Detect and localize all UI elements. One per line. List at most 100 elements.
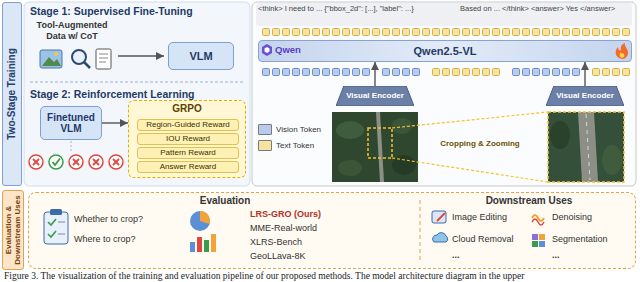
node-label: Region-Guided Reward	[146, 120, 230, 129]
benchmark-name: XLRS-Bench	[250, 237, 302, 248]
chart-icon	[200, 211, 210, 224]
chart-icon	[204, 240, 209, 252]
cloud-icon	[433, 233, 448, 242]
right-mark	[49, 155, 63, 169]
reward-box: Answer Reward	[137, 161, 239, 173]
legend-text: Text Token	[276, 141, 314, 150]
legend: Vision TokenText Token	[258, 124, 321, 151]
clipboard-icon	[48, 219, 56, 225]
clipboard-icon	[44, 212, 68, 244]
reward-box: IOU Reward	[137, 133, 239, 145]
chart-icon	[190, 242, 195, 252]
zoomed-image	[548, 112, 624, 182]
node-label: Downstream Uses	[483, 195, 576, 207]
question-label: Whether to crop?	[74, 214, 143, 225]
use-label: Denoising	[552, 212, 592, 223]
wrong-mark	[29, 155, 43, 169]
node-label: Qwen2.5-VL	[414, 45, 477, 58]
output-token-row	[262, 28, 630, 36]
node-label: IOU Reward	[166, 134, 210, 143]
magnifier-icon	[72, 50, 86, 64]
image-icon	[54, 52, 58, 56]
chart-icon	[211, 234, 216, 252]
input-token-row	[512, 68, 580, 76]
crop-label: Cropping & Zooming	[420, 139, 540, 149]
node-label: Visual Encoder	[346, 91, 404, 100]
ellipsis: ...	[452, 250, 460, 261]
flow-arrow	[118, 55, 164, 57]
stage-separator	[30, 82, 244, 83]
wrong-mark	[109, 155, 123, 169]
training-panel	[24, 2, 250, 186]
fire-icon	[620, 52, 625, 58]
logo-text: Qwen	[275, 44, 301, 55]
node-label: Evaluation	[197, 195, 254, 207]
image-icon	[40, 50, 62, 68]
satellite-image	[336, 121, 364, 139]
satellite-image	[338, 160, 362, 176]
input-token-row	[382, 68, 422, 76]
segmentation-icon	[539, 241, 545, 247]
wrong-mark	[89, 155, 103, 169]
grpo-box: GRPORegion-Guided RewardIOU RewardPatter…	[128, 100, 246, 178]
right-mark	[53, 159, 61, 166]
input-token-row	[592, 68, 630, 76]
zoom-line	[392, 158, 548, 182]
wrong-mark	[93, 159, 99, 165]
reward-box: Pattern Reward	[137, 147, 239, 159]
output-text-ground	[256, 3, 632, 26]
output-text: <think> I need to ... {"bbox_2d": [...],…	[258, 4, 456, 13]
crop-box	[368, 128, 392, 158]
use-label: Cloud Removal	[452, 234, 514, 245]
zoom-frame	[548, 112, 624, 182]
document-icon	[96, 49, 111, 69]
segmentation-icon	[532, 234, 538, 240]
qwen-logo	[265, 47, 270, 53]
stage-heading: Stage 2: Reinforcement Learning	[30, 88, 195, 101]
segmentation-icon	[539, 234, 545, 240]
editing-icon	[432, 211, 446, 223]
legend-text: Vision Token	[276, 125, 321, 134]
segmentation-icon	[532, 241, 538, 247]
flow-arrow	[102, 122, 128, 123]
legend-swatch	[258, 140, 272, 151]
figure-caption: Figure 3. The visualization of the train…	[4, 271, 524, 281]
backbone-bar: Qwen2.5-VL	[258, 40, 632, 62]
wrong-mark	[113, 159, 119, 165]
ellipsis: ...	[552, 250, 560, 261]
legend-swatch	[258, 124, 272, 135]
clipboard-icon	[58, 222, 65, 223]
trapezoid-outline	[546, 86, 624, 106]
benchmark-name: GeoLLava-8K	[250, 251, 306, 262]
road	[578, 112, 598, 182]
node-label: VLM	[189, 50, 212, 63]
encoder-trapezoid: Visual Encoder	[546, 86, 624, 106]
model-box: VLM	[168, 42, 234, 70]
wrong-mark	[33, 159, 39, 165]
data-label: Tool-Augmented Data w/ CoT	[30, 20, 114, 42]
document-icon	[99, 58, 108, 59]
magnifier-icon	[84, 62, 90, 68]
architecture-panel	[252, 2, 636, 186]
use-label: Segmentation	[552, 234, 608, 245]
node-label: Evaluation & Downstream Uses	[4, 193, 22, 267]
encoder-trapezoid: Visual Encoder	[336, 86, 414, 106]
editing-icon	[437, 213, 445, 221]
zoomed-image	[602, 145, 622, 175]
legend-entry: Vision Token	[258, 124, 321, 135]
input-token-row	[432, 68, 502, 76]
node-label: Visual Encoder	[556, 91, 614, 100]
output-text: Based on ... </think> <answer> Yes </ans…	[460, 4, 630, 13]
use-label: Image Editing	[452, 212, 507, 223]
node-label: Answer Reward	[160, 162, 216, 171]
benchmark-name: MME-Real-world	[250, 223, 317, 234]
node-label: Pattern Reward	[160, 148, 216, 157]
wrong-mark	[73, 159, 79, 165]
qwen-logo	[262, 44, 272, 56]
flow-arrow	[584, 62, 585, 86]
benchmark-name: LRS-GRO (Ours)	[250, 209, 321, 220]
document-icon	[99, 54, 108, 55]
stage-heading: Stage 1: Supervised Fine-Tuning	[30, 5, 193, 18]
clipboard-icon	[48, 231, 56, 237]
input-token-row	[262, 68, 370, 76]
